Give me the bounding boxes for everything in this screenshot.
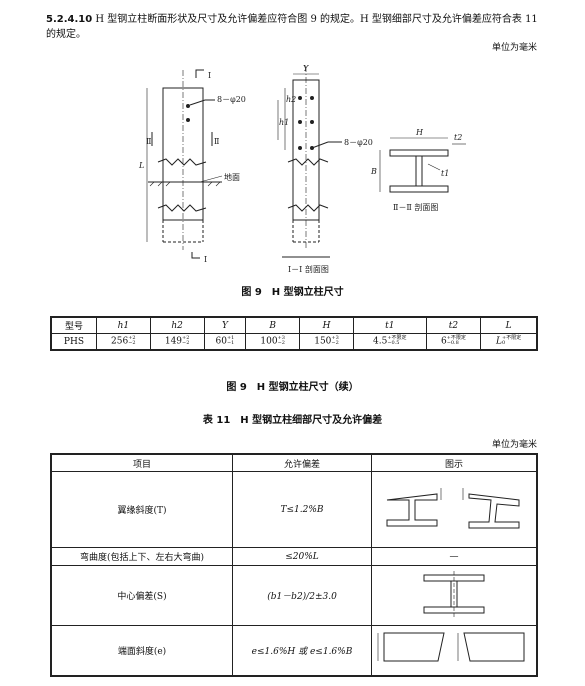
cell-h1: 256+2−2 [95,333,151,351]
header-t2: t2 [425,316,482,334]
table-11-caption: 表 11 H 型钢立柱细部尺寸及允许偏差 [202,415,383,426]
figure-9-drawing: I I Ⅱ Ⅱ 8－φ20 地面 L 8－φ20 h1 h2 Y H B t1 … [138,64,466,274]
cell-h2: 149+2−2 [149,333,205,351]
cell-y: 60+1−1 [203,333,247,351]
header-b: B [245,316,301,334]
header-tolerance: 允许偏差 [232,453,372,472]
holes-label-elevation: 8－φ20 [217,95,246,104]
t2-label: t2 [454,133,462,142]
section-mark-ii-left: Ⅱ [146,137,151,146]
clause-number: 5.2.4.10 [46,14,93,25]
table-row: 端面斜度(e) e≤1.6%H 或 e≤1.6%B [50,625,538,676]
clause-paragraph: 5.2.4.10 H 型钢立柱断面形状及尺寸及允许偏差应符合图 9 的规定。H … [46,12,546,42]
ground-label: 地面 [224,172,240,182]
cell-tol-bending: ≤20%L [232,547,372,566]
table-11: 项目 允许偏差 图示 翼缘斜度(T) T≤1.2%B 弯曲度(包括上下、左右大弯… [50,453,538,677]
cell-item-flange-slope: 翼缘斜度(T) [50,471,233,548]
section-mark-bottom: I [204,255,207,264]
cell-item-bending: 弯曲度(包括上下、左右大弯曲) [50,547,233,566]
cell-tol-end-slope: e≤1.6%H 或 e≤1.6%B [232,625,372,676]
section-mark-ii-right: Ⅱ [214,137,219,146]
section-ii-caption: Ⅱ－Ⅱ 剖面图 [393,202,438,212]
cell-item-end-slope: 端面斜度(e) [50,625,233,676]
cell-b: 100+3−2 [245,333,301,351]
table-row: 弯曲度(包括上下、左右大弯曲) ≤20%L — [50,547,538,566]
flange-slope-figure [386,488,520,529]
table-header-row: 项目 允许偏差 图示 [50,453,538,472]
cell-tol-center-offset: (b1－b2)/2±3.0 [232,565,372,626]
section-i-caption: I－I 剖面图 [288,264,329,274]
cell-fig-bending: — [371,547,538,566]
cell-fig-center-offset [371,565,538,626]
h2-label: h2 [286,95,296,104]
holes-label-side: 8－φ20 [344,138,373,147]
header-figure: 图示 [371,453,538,472]
unit-label-table: 单位为毫米 [491,440,537,450]
h1-label: h1 [279,118,289,127]
cell-fig-end-slope [371,625,538,676]
cell-t1: 4.5+不限定−0.5 [352,333,427,351]
table-header-row: 型号 h1 h2 Y B H t1 t2 L [50,316,538,334]
cell-h: 150+3−2 [299,333,354,351]
cell-t2: 6+不限定−0.8 [425,333,482,351]
header-item: 项目 [50,453,233,472]
t1-label: t1 [441,169,449,178]
clause-text: H 型钢立柱断面形状及尺寸及允许偏差应符合图 9 的规定。H 型钢细部尺寸及允许… [46,14,538,40]
cell-item-center-offset: 中心偏差(S) [50,565,233,626]
header-h: H [299,316,354,334]
header-h2: h2 [149,316,205,334]
table-row: PHS 256+2−2 149+2−2 60+1−1 100+3−2 150+3… [50,333,538,351]
b-label: B [370,167,377,176]
cell-tol-flange-slope: T≤1.2%B [232,471,372,548]
header-l: L [480,316,538,334]
figure-9-continued-caption: 图 9 H 型钢立柱尺寸（续） [226,382,359,393]
h-label: H [415,128,424,137]
section-mark-top: I [208,71,211,80]
end-slope-figure [377,632,525,662]
cell-model: PHS [50,333,97,351]
header-h1: h1 [95,316,151,334]
table-row: 中心偏差(S) (b1－b2)/2±3.0 [50,565,538,626]
column-elevation [162,87,204,221]
header-t1: t1 [352,316,427,334]
figure-9-caption: 图 9 H 型钢立柱尺寸 [241,287,344,298]
center-offset-figure [423,571,485,617]
y-label: Y [303,64,309,73]
header-model: 型号 [50,316,97,334]
header-y: Y [203,316,247,334]
dimensions-table: 型号 h1 h2 Y B H t1 t2 L PHS 256+2−2 149+2… [50,316,538,351]
table-row: 翼缘斜度(T) T≤1.2%B [50,471,538,548]
cell-fig-flange-slope [371,471,538,548]
length-label: L [138,161,144,170]
unit-label-top: 单位为毫米 [491,43,537,53]
